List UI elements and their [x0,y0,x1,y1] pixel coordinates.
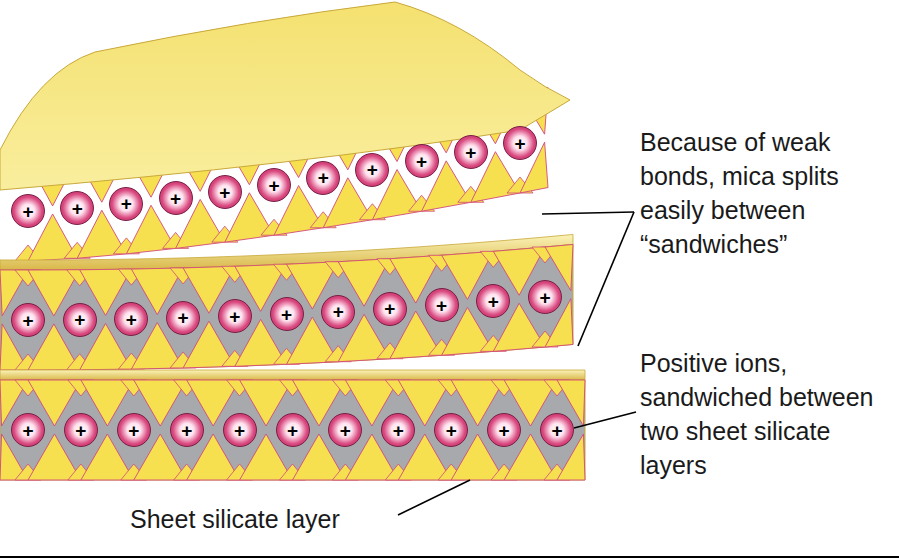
positive-ion: + [454,135,488,169]
ion-charge: + [333,302,344,321]
ion-charge: + [74,310,85,329]
positive-ion: + [109,187,143,221]
ion-charge: + [72,199,83,218]
ion-charge: + [268,176,279,195]
positive-ion: + [528,280,562,314]
ion-charge: + [22,311,33,330]
positive-ion: + [11,413,45,447]
positive-ion: + [223,413,257,447]
sheet-silicate-sandwich [0,370,585,480]
positive-ion: + [218,299,252,333]
positive-ion: + [405,144,439,178]
ion-charge: + [75,421,86,440]
ion-charge: + [499,421,510,440]
ion-charge: + [367,160,378,179]
sheet-silicate-sandwich [0,234,573,370]
ion-charge: + [340,421,351,440]
ion-charge: + [318,168,329,187]
callout-text: Because of weak bonds, mica splits easil… [640,125,895,261]
positive-ion: + [64,413,98,447]
ion-charge: + [281,305,292,324]
positive-ion: + [321,295,355,329]
ion-charge: + [219,183,230,202]
part-label: Sheet silicate layer [130,502,430,536]
ion-charge: + [551,421,562,440]
ion-charge: + [181,421,192,440]
ion-charge: + [234,421,245,440]
ion-charge: + [121,194,132,213]
positive-ion: + [11,303,45,337]
callout-text: Positive ions, sandwiched between two sh… [640,346,896,482]
positive-ion: + [63,303,97,337]
positive-ion: + [166,301,200,335]
positive-ion: + [487,413,521,447]
ion-charge: + [128,421,139,440]
positive-ion: + [276,413,310,447]
ion-charge: + [446,421,457,440]
positive-ion: + [11,194,45,228]
ion-charge: + [436,296,447,315]
positive-ion: + [540,413,574,447]
positive-ion: + [117,413,151,447]
positive-ion: + [355,153,389,187]
ion-charge: + [178,308,189,327]
bottom-rule [0,556,899,558]
ion-charge: + [229,307,240,326]
ion-charge: + [465,143,476,162]
positive-ion: + [425,288,459,322]
ion-charge: + [488,292,499,311]
ion-charge: + [384,299,395,318]
leader-lines [398,212,636,515]
positive-ion: + [60,191,94,225]
top-sheet-face [0,2,570,190]
positive-ion: + [306,161,340,195]
positive-ion: + [257,168,291,202]
ion-charge: + [393,421,404,440]
ion-charge: + [287,421,298,440]
positive-ion: + [373,292,407,326]
positive-ion: + [208,175,242,209]
ion-charge: + [514,134,525,153]
positive-ion: + [434,413,468,447]
ion-charge: + [170,189,181,208]
ion-charge: + [416,152,427,171]
positive-ion: + [270,297,304,331]
positive-ion: + [170,413,204,447]
ion-charge: + [126,310,137,329]
positive-ion: + [159,181,193,215]
ion-charge: + [22,421,33,440]
positive-ion: + [503,126,537,160]
ion-charge: + [22,202,33,221]
ion-charge: + [539,288,550,307]
